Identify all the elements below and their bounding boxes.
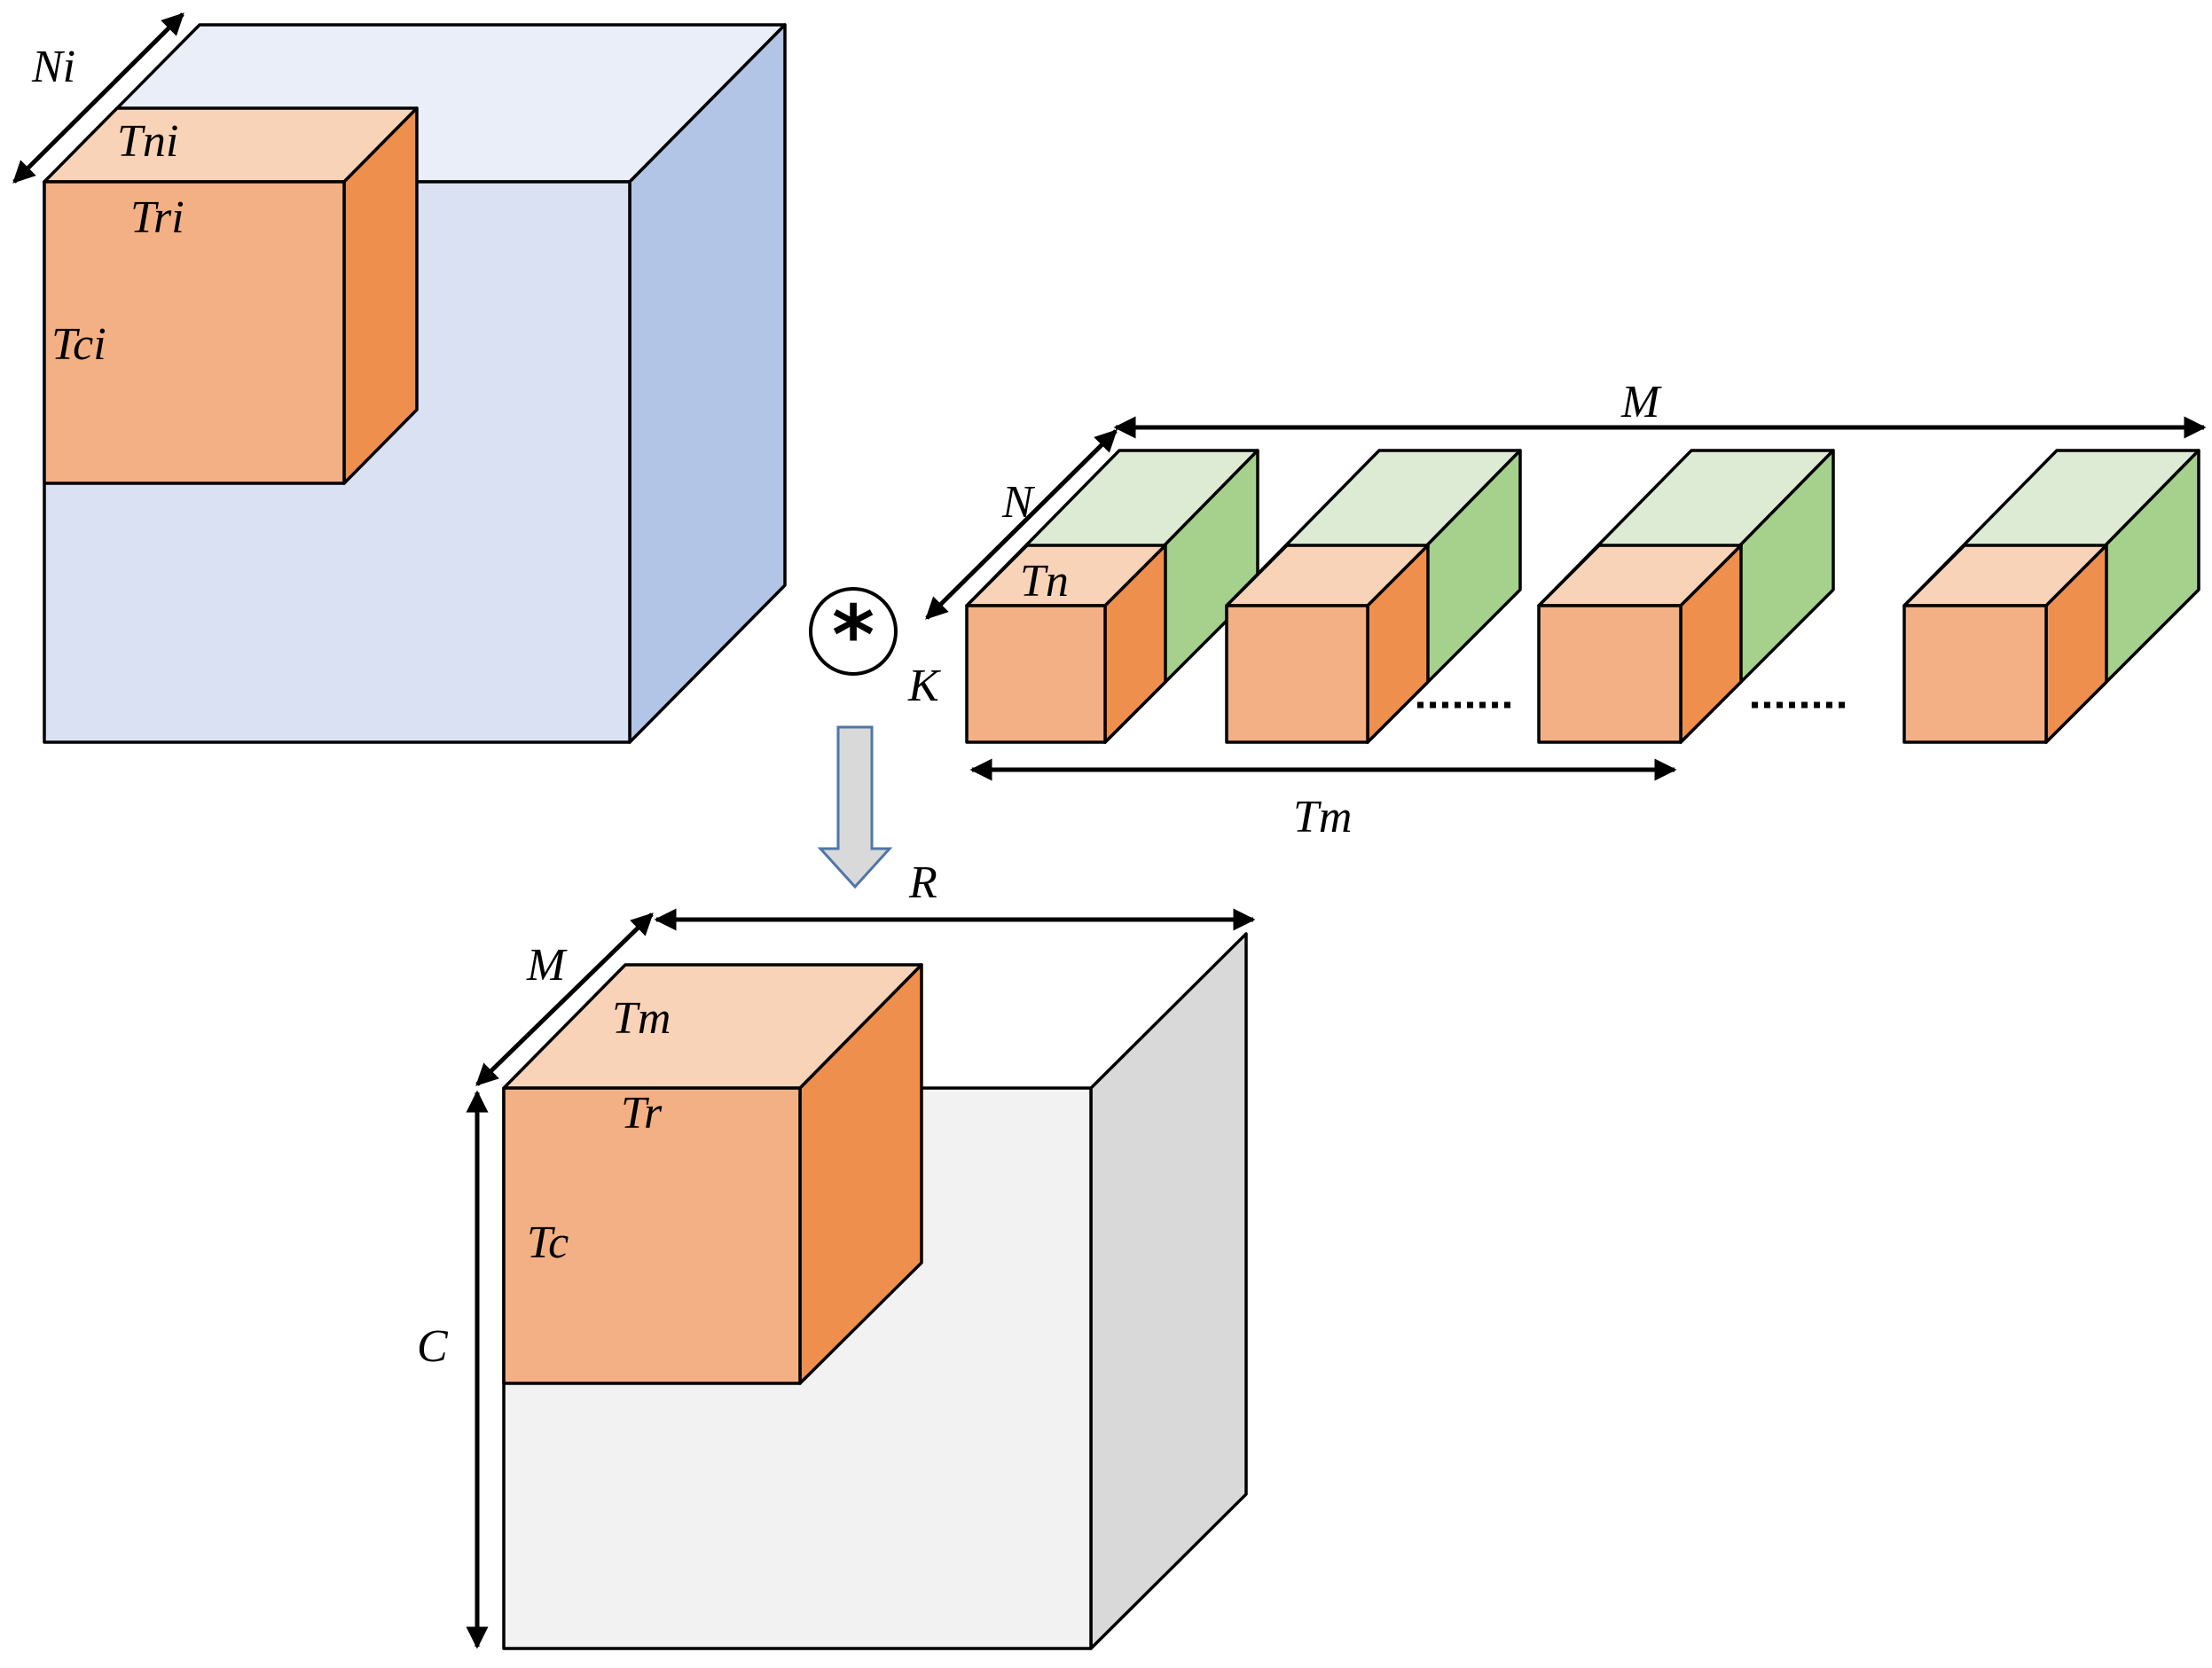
kernel-depth-label: N — [1001, 477, 1036, 528]
input-tile-front-face — [43, 180, 346, 485]
output-tile-width-label: Tr — [621, 1088, 663, 1139]
kernel-3-tile-front — [1537, 604, 1683, 744]
kernel-last-tile-front — [1902, 604, 2048, 744]
circled-asterisk-icon: * — [809, 587, 898, 683]
down-arrow-icon — [817, 725, 893, 889]
kernel-depth-dimension-arrow — [925, 429, 1118, 620]
input-tile-depth-label: Tni — [117, 116, 178, 167]
input-tile-height-label: Tci — [51, 319, 106, 370]
input-depth-label: Ni — [31, 42, 75, 92]
output-depth-label: M — [526, 940, 568, 991]
kernel-count-label: M — [1620, 377, 1662, 427]
kernel-block-2 — [1225, 449, 1522, 744]
kernel-group-label: Tm — [1293, 792, 1352, 842]
kernel-height-label: K — [907, 661, 941, 711]
input-tile-width-label: Tri — [130, 192, 184, 243]
kernel-block-3 — [1537, 449, 1835, 744]
input-depth-dimension-arrow — [12, 12, 184, 184]
output-tile-front-face — [502, 1086, 802, 1385]
input-tile-cube — [43, 106, 419, 485]
kernel-2-tile-front — [1225, 604, 1369, 744]
kernel-1-tile-front — [965, 604, 1107, 744]
kernel-block-last — [1902, 449, 2200, 744]
kernel-tile-depth-label: Tn — [1020, 556, 1069, 607]
convolution-symbol: * — [832, 588, 875, 683]
output-tile-cube — [502, 963, 923, 1385]
output-depth-dimension-arrow — [475, 912, 654, 1086]
output-tile-height-label: Tc — [527, 1218, 569, 1268]
output-height-label: C — [417, 1321, 449, 1372]
output-width-label: R — [908, 857, 937, 908]
output-tile-depth-label: Tm — [612, 993, 671, 1044]
output-cube-side-face — [1089, 932, 1248, 1650]
